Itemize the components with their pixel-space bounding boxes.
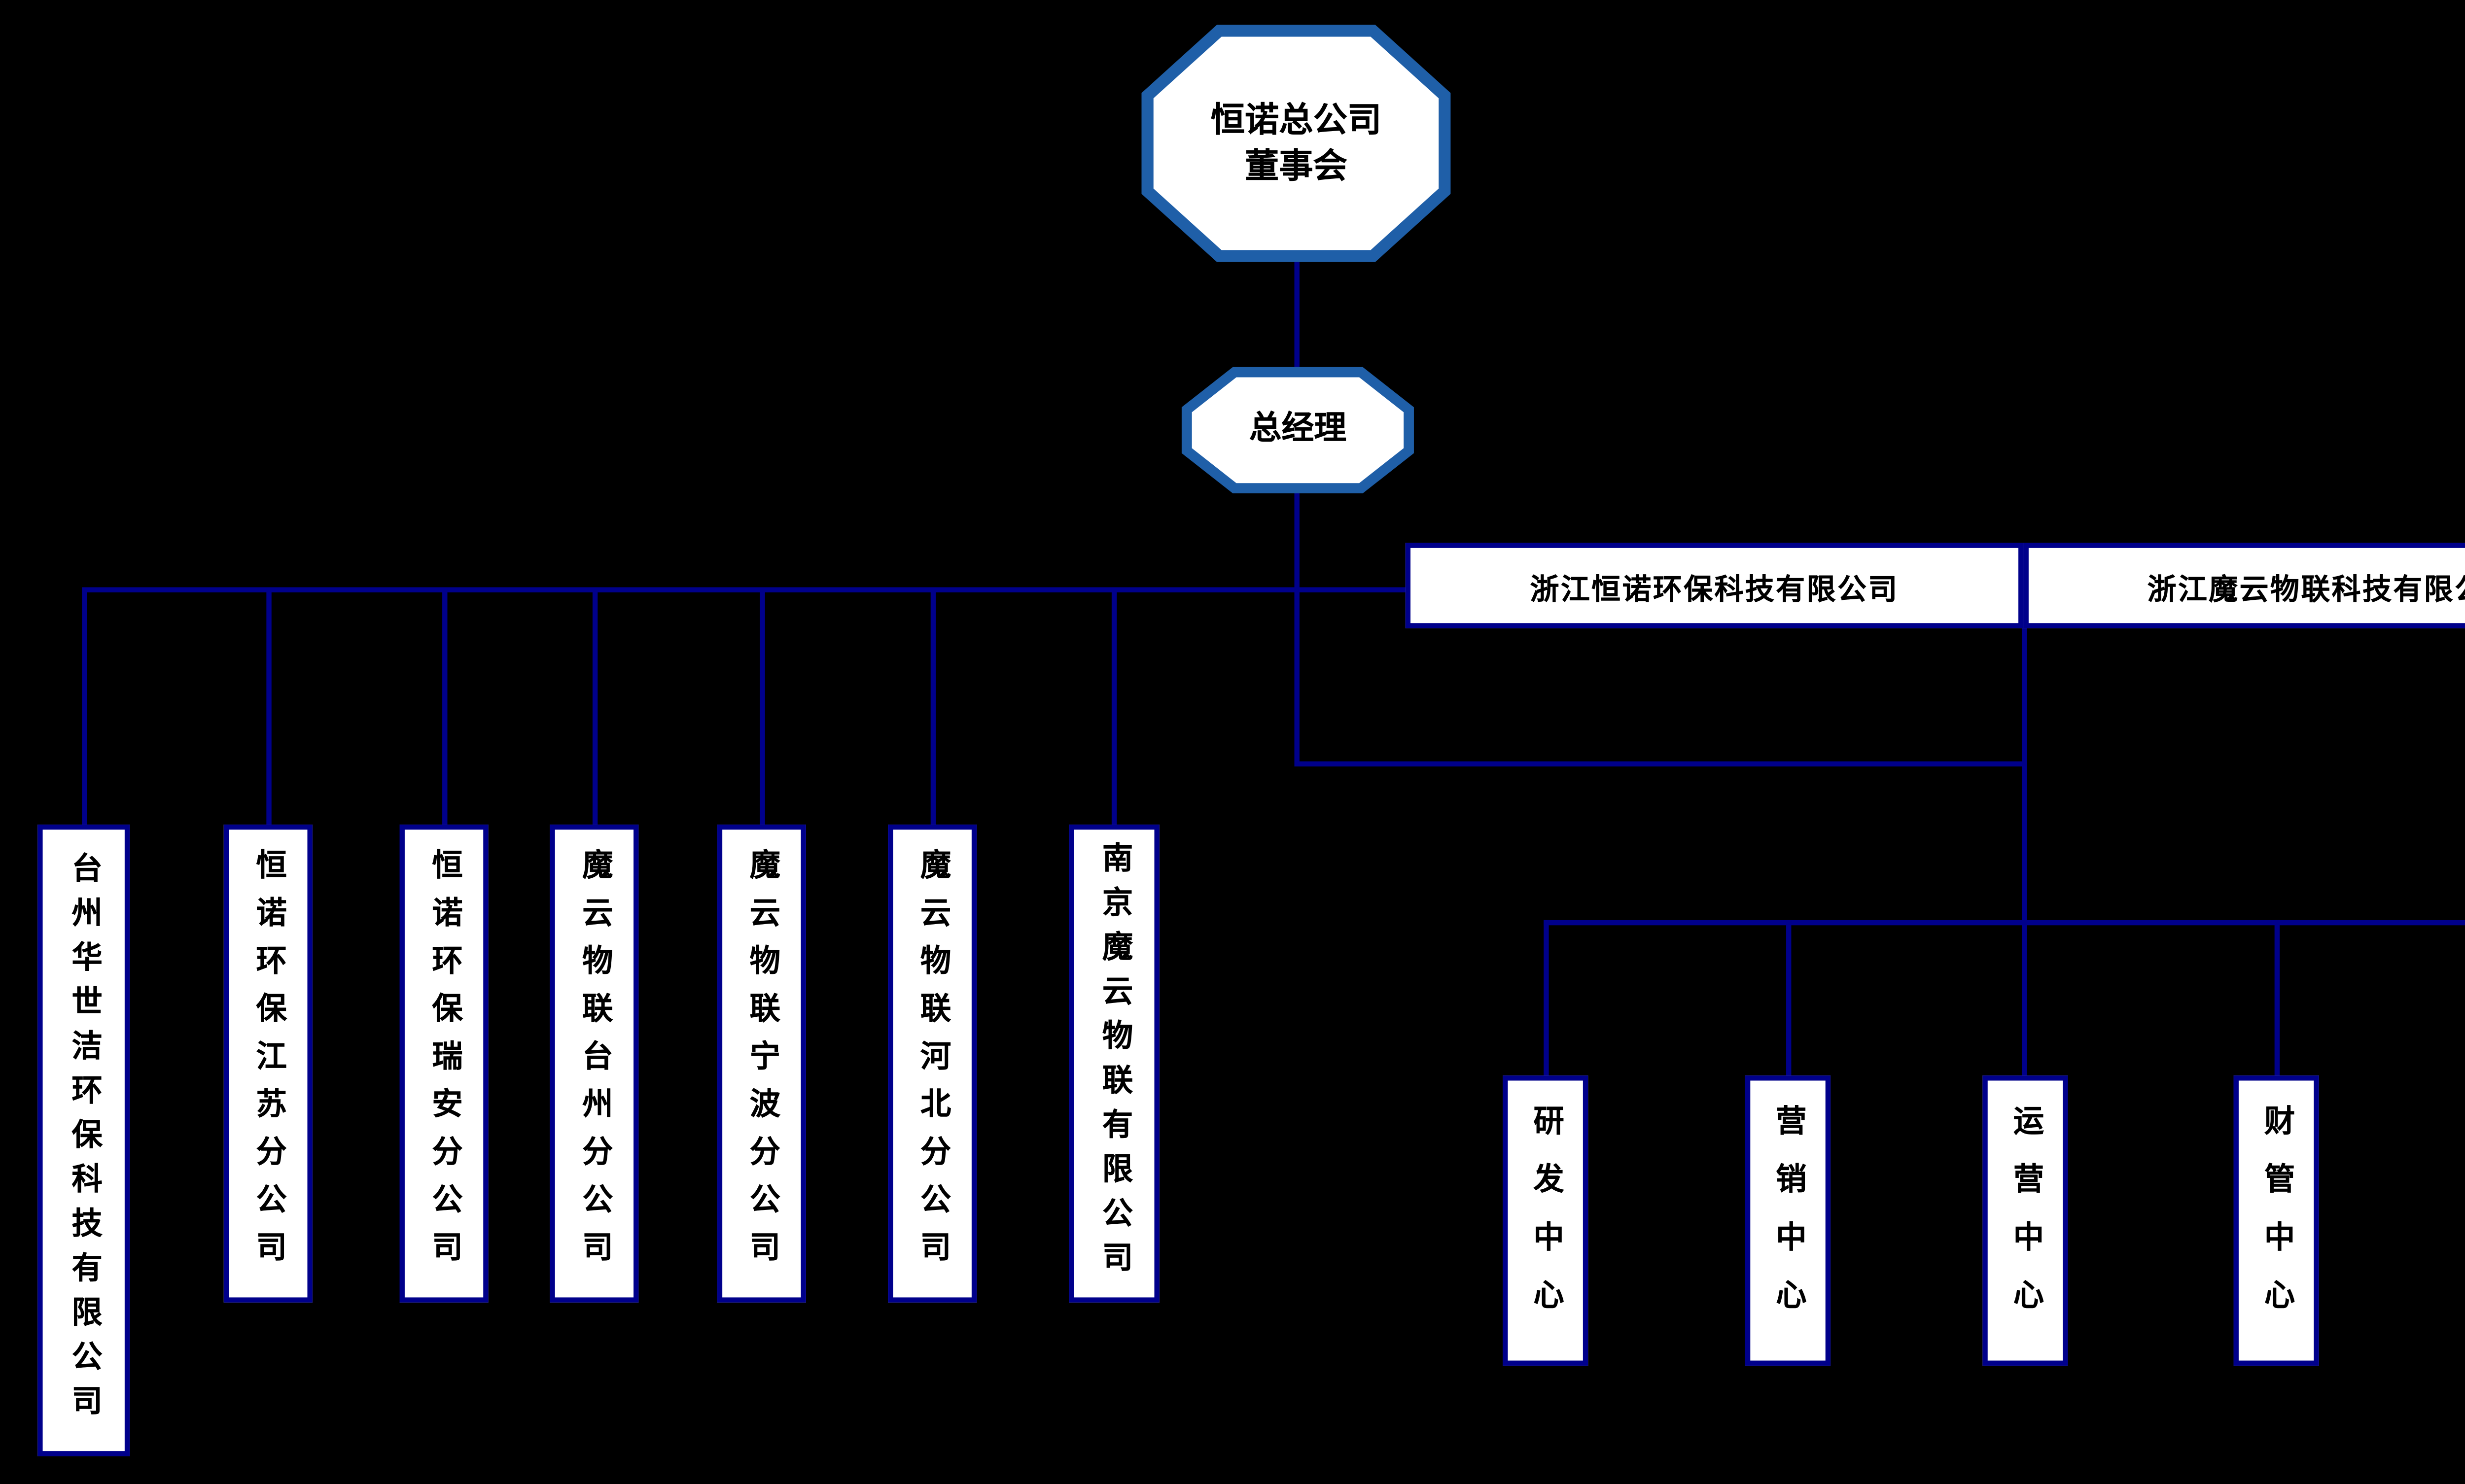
connector-right-vertical xyxy=(1294,587,1300,765)
node-label: 魔云物联台州分公司 xyxy=(577,848,613,1279)
node-label: 浙江魔云物联科技有限公司 xyxy=(2147,573,2465,607)
connector-center-drop xyxy=(2274,920,2280,1076)
connector-gm-down xyxy=(1294,491,1300,591)
node-label: 总经理 xyxy=(1180,365,1415,495)
octagon-shape xyxy=(1141,25,1451,262)
node-board-of-directors: 恒诺总公司 董事会 xyxy=(1141,24,1451,263)
branch-company-node: 恒诺环保江苏分公司 xyxy=(223,824,313,1303)
node-company-hengnuo: 浙江恒诺环保科技有限公司 xyxy=(1405,543,2024,628)
node-label: 恒诺总公司 董事会 xyxy=(1141,24,1451,263)
node-company-moyun: 浙江魔云物联科技有限公司 xyxy=(2023,543,2465,628)
node-label: 运营中心 xyxy=(2008,1104,2044,1337)
board-label-line2: 董事会 xyxy=(1245,145,1347,186)
node-label: 魔云物联宁波分公司 xyxy=(744,848,780,1279)
branch-company-node: 魔云物联台州分公司 xyxy=(550,824,639,1303)
center-node: 运营中心 xyxy=(1982,1075,2068,1366)
node-label: 恒诺环保瑞安分公司 xyxy=(426,848,463,1279)
branch-company-node: 台州华世洁环保科技有限公司 xyxy=(37,824,130,1456)
connector-sub-horizontal xyxy=(1294,761,2027,767)
node-label: 恒诺环保江苏分公司 xyxy=(251,848,287,1279)
branch-company-node: 恒诺环保瑞安分公司 xyxy=(399,824,489,1303)
connector-branch-drop xyxy=(760,587,765,825)
branch-company-node: 南京魔云物联有限公司 xyxy=(1069,824,1160,1303)
connector-center-drop xyxy=(1786,920,1792,1076)
center-node: 研发中心 xyxy=(1503,1075,1588,1366)
connector-main-horizontal xyxy=(83,587,1409,592)
octagon-shape xyxy=(1181,367,1414,494)
node-label: 营销中心 xyxy=(1770,1104,1807,1337)
connector-branch-drop xyxy=(82,587,87,825)
center-node: 财管中心 xyxy=(2233,1075,2319,1366)
node-label: 财管中心 xyxy=(2259,1104,2295,1337)
node-label: 魔云物联河北分公司 xyxy=(915,848,951,1279)
center-node: 营销中心 xyxy=(1745,1075,1831,1366)
connector-companies-down xyxy=(2022,628,2027,924)
connector-branch-drop xyxy=(930,587,936,825)
node-label: 浙江恒诺环保科技有限公司 xyxy=(1530,573,1899,607)
node-label: 研发中心 xyxy=(1528,1104,1564,1337)
connector-branch-drop xyxy=(1111,587,1117,825)
branch-company-node: 魔云物联河北分公司 xyxy=(888,824,977,1303)
connector-centers-horizontal xyxy=(1544,920,2465,926)
node-label: 台州华世洁环保科技有限公司 xyxy=(67,852,103,1429)
node-label: 南京魔云物联有限公司 xyxy=(1097,841,1133,1286)
node-general-manager: 总经理 xyxy=(1180,365,1415,495)
gm-label: 总经理 xyxy=(1249,410,1347,448)
connector-center-drop xyxy=(1544,920,1549,1076)
connector-branch-drop xyxy=(442,587,448,825)
connector-center-drop xyxy=(2022,920,2027,1076)
branch-company-node: 魔云物联宁波分公司 xyxy=(717,824,806,1303)
connector-board-gm xyxy=(1294,259,1300,369)
connector-branch-drop xyxy=(592,587,598,825)
connector-branch-drop xyxy=(266,587,272,825)
board-label-line1: 恒诺总公司 xyxy=(1210,99,1382,140)
